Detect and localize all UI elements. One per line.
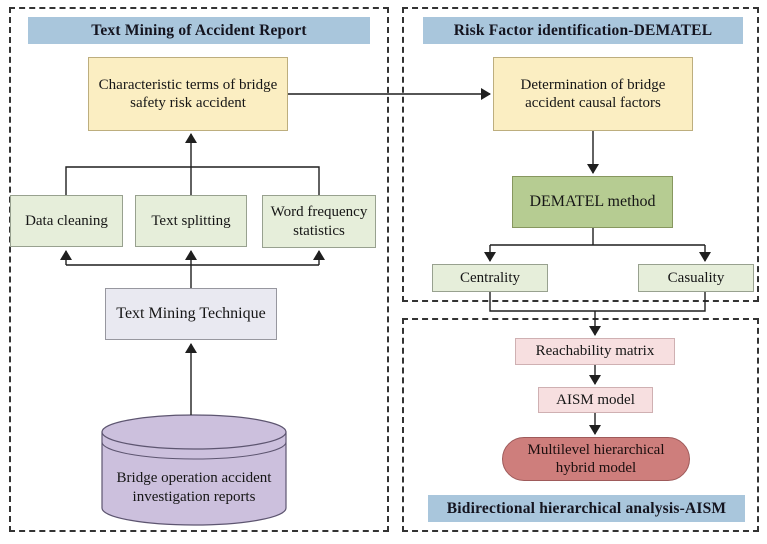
database-cylinder-label: Bridge operation accident investigation … bbox=[116, 469, 272, 506]
casuality-box: Casuality bbox=[638, 264, 754, 292]
right-bottom-panel-header: Bidirectional hierarchical analysis-AISM bbox=[428, 495, 745, 522]
text-mining-technique-box: Text Mining Technique bbox=[105, 288, 277, 340]
panel-aism bbox=[402, 318, 759, 532]
aism-model-box: AISM model bbox=[538, 387, 653, 413]
panel-text-mining bbox=[9, 7, 389, 532]
left-panel-header: Text Mining of Accident Report bbox=[28, 17, 370, 44]
right-top-panel-header: Risk Factor identification-DEMATEL bbox=[423, 17, 743, 44]
dematel-method-box: DEMATEL method bbox=[512, 176, 673, 228]
word-frequency-box: Word frequency statistics bbox=[262, 195, 376, 248]
determination-box: Determination of bridge accident causal … bbox=[493, 57, 693, 131]
reachability-matrix-box: Reachability matrix bbox=[515, 338, 675, 365]
text-splitting-box: Text splitting bbox=[135, 195, 247, 247]
centrality-box: Centrality bbox=[432, 264, 548, 292]
panel-dematel bbox=[402, 7, 759, 302]
characteristic-terms-box: Characteristic terms of bridge safety ri… bbox=[88, 57, 288, 131]
data-cleaning-box: Data cleaning bbox=[10, 195, 123, 247]
hybrid-model-stadium: Multilevel hierarchical hybrid model bbox=[502, 437, 690, 481]
